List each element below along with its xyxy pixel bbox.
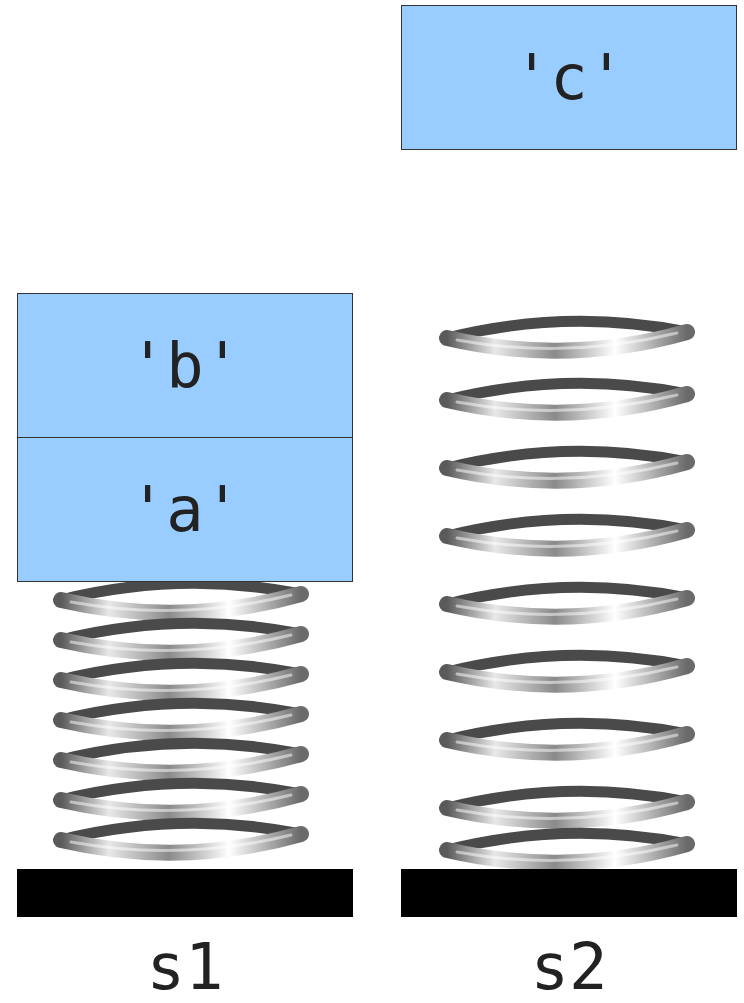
value-text: 'a' xyxy=(129,479,241,541)
spring-base xyxy=(401,869,737,917)
compressed-spring xyxy=(61,583,301,852)
relaxed-spring xyxy=(447,321,687,862)
value-box: 'a' xyxy=(17,437,353,582)
spring-base xyxy=(17,869,353,917)
value-text: 'b' xyxy=(129,335,241,397)
spring-name: s2 xyxy=(530,935,607,999)
spring-name: s1 xyxy=(146,935,223,999)
value-text: 'c' xyxy=(513,47,625,109)
value-box: 'c' xyxy=(401,5,737,150)
value-box: 'b' xyxy=(17,293,353,438)
